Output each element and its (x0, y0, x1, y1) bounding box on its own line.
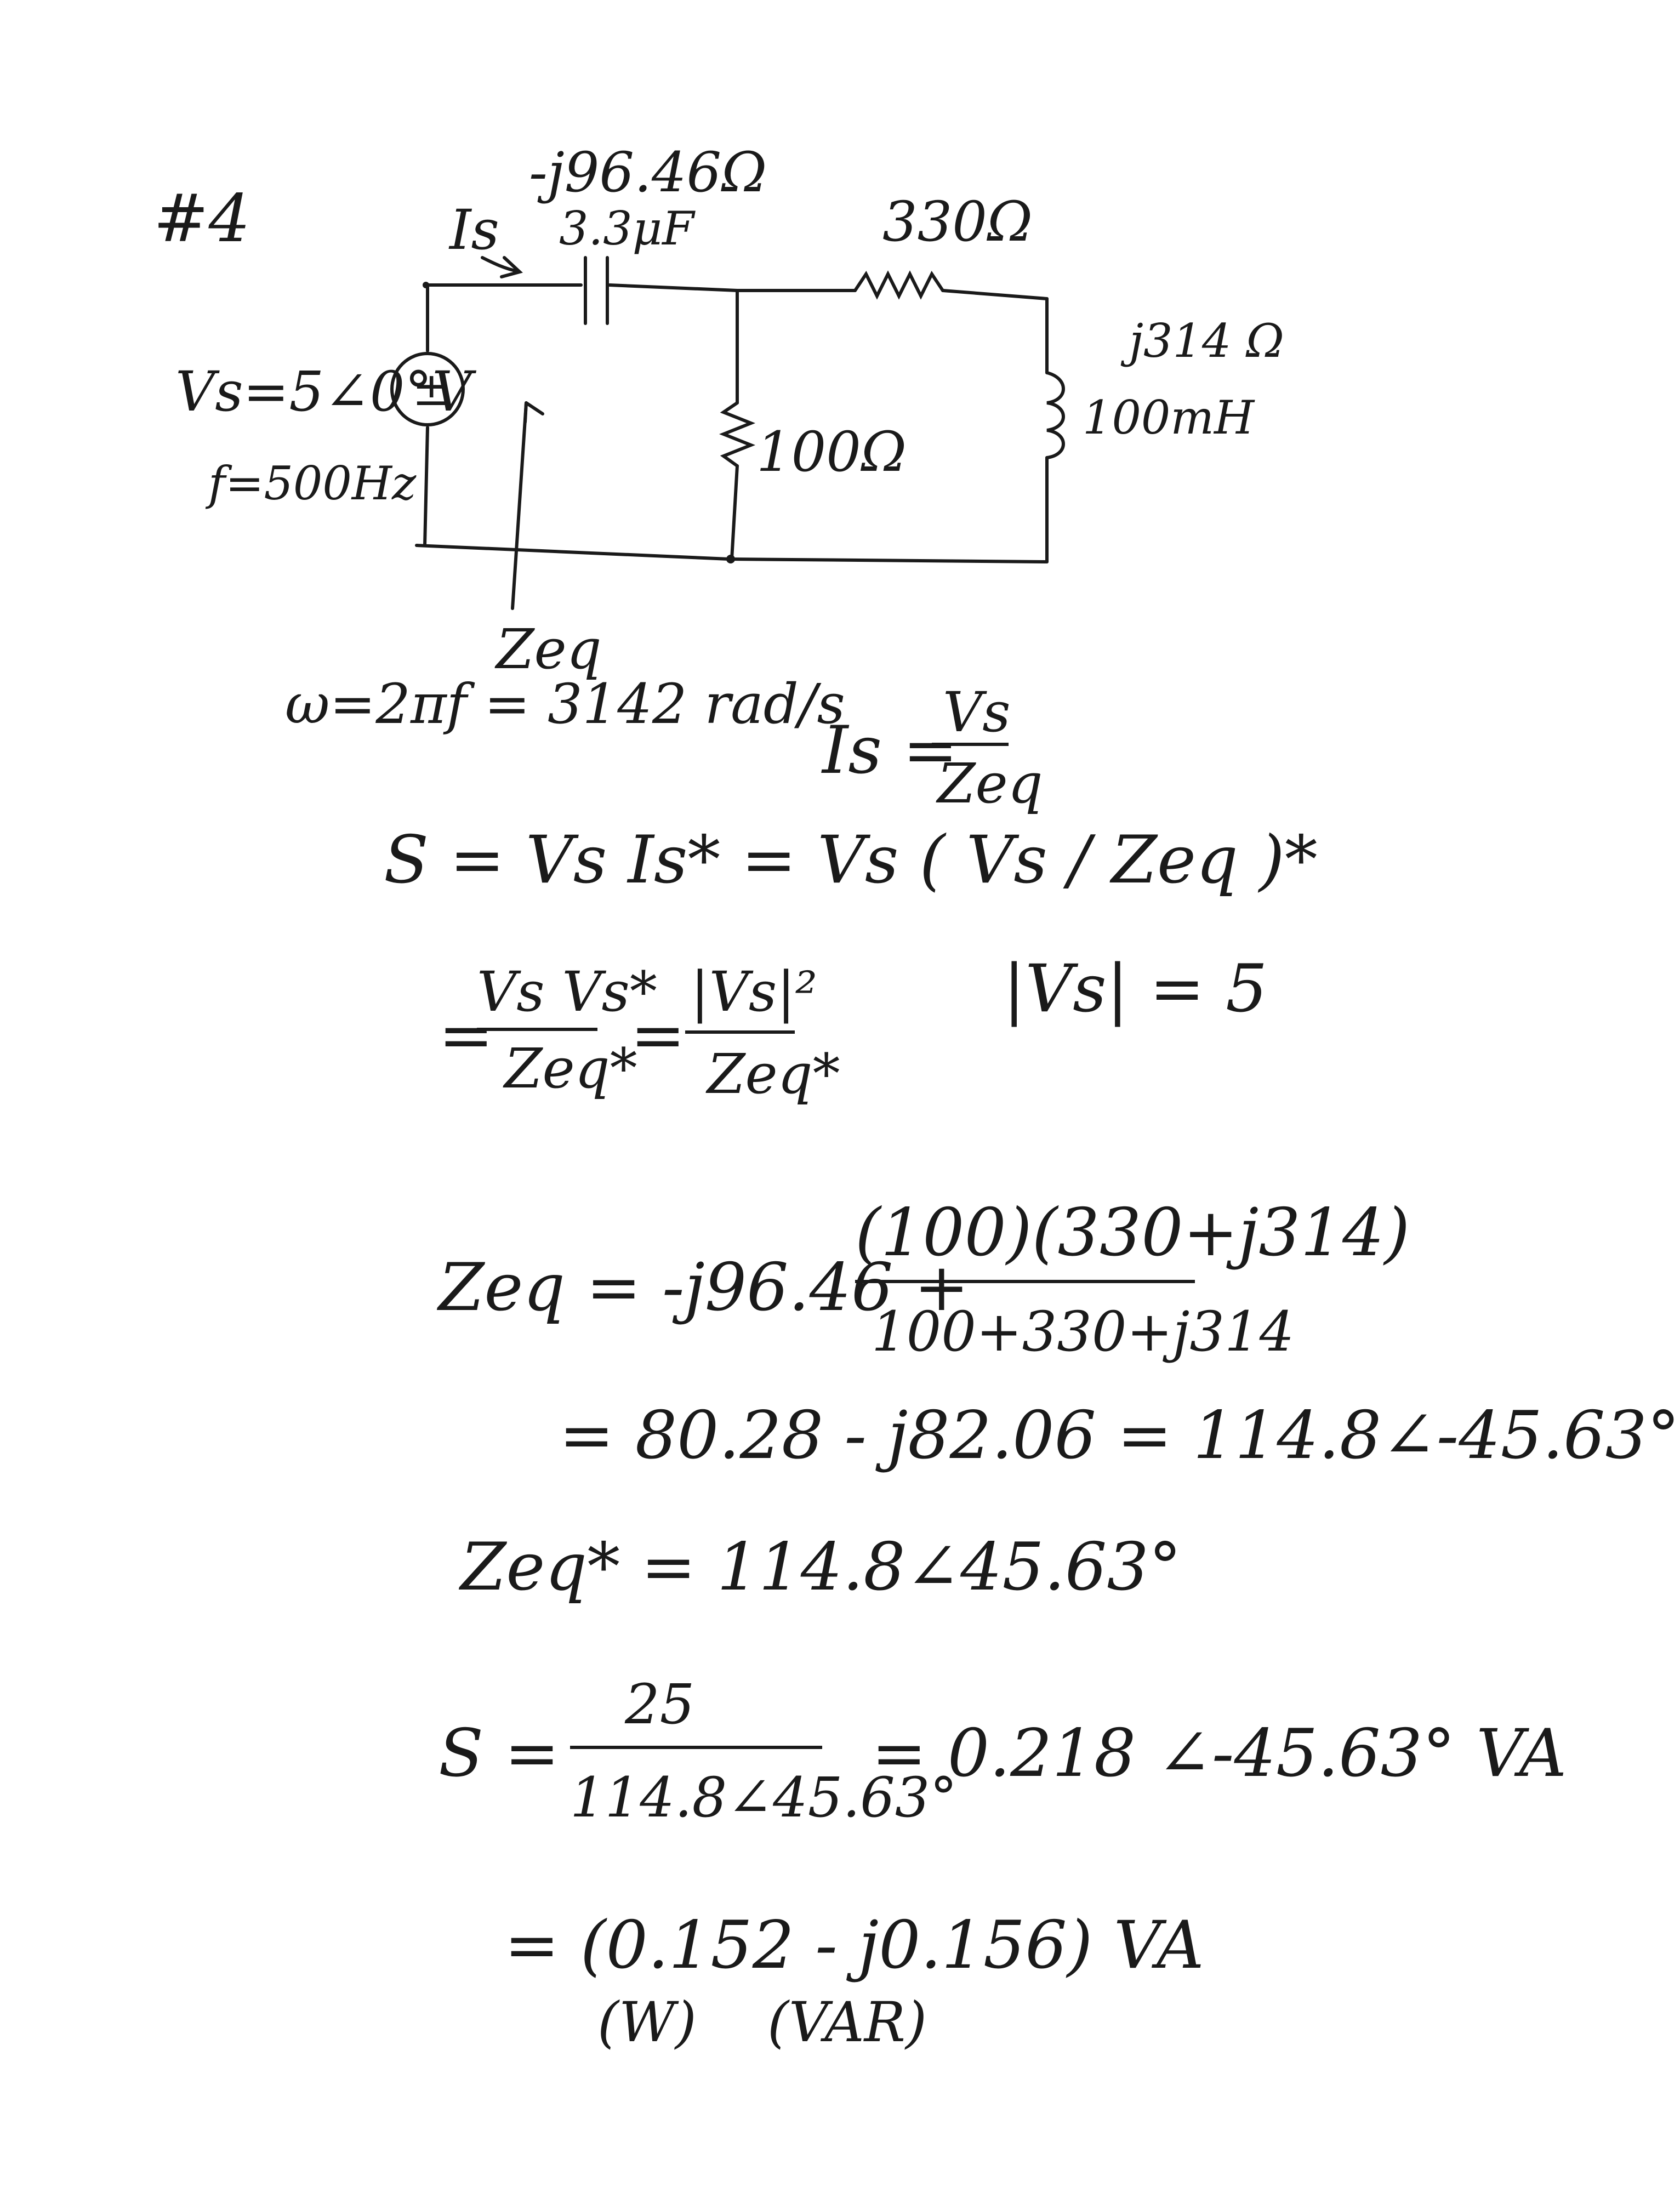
is-fraction-line (932, 743, 1009, 746)
unit-watts: (W) (597, 1990, 697, 2054)
capacitor-impedance-label: -j96.46Ω (529, 140, 767, 204)
is-denominator: Zeq (937, 751, 1043, 816)
wire-top-middle (608, 283, 739, 292)
s-line2-a-fraction-line (477, 1028, 597, 1031)
s-final-numerator: 25 (625, 1672, 695, 1736)
zeq-conjugate: Zeq* = 114.8∠45.63° (460, 1529, 1182, 1605)
s-final-lhs: S = (438, 1716, 560, 1792)
omega-equation: ω=2πf = 3142 rad/s (285, 672, 845, 736)
zeq-denominator: 100+330+j314 (872, 1300, 1295, 1364)
inductor-value-label: 100mH (1083, 391, 1255, 445)
s-power-line1: S = Vs Is* = Vs ( Vs / Zeq )* (384, 822, 1318, 898)
is-lhs: Is = (822, 713, 958, 789)
zeq-arrow-shaft (511, 401, 528, 610)
problem-number: #4 (153, 181, 250, 257)
vs-magnitude: |Vs| = 5 (1003, 951, 1268, 1027)
zeq-lhs: Zeq = -j96.46 + (438, 1250, 970, 1326)
inductor-coils (1045, 371, 1065, 459)
s-line2-a-denominator: Zeq* (504, 1036, 637, 1101)
s-rectangular: = (0.152 - j0.156) VA (504, 1907, 1204, 1984)
s-line2-b-fraction-line (685, 1030, 795, 1034)
wire-left-lower (423, 426, 429, 547)
s-final-fraction-line (570, 1746, 822, 1749)
zeq-result: = 80.28 - j82.06 = 114.8∠-45.63° (559, 1398, 1680, 1474)
zeq-arrowhead (523, 401, 544, 424)
capacitor-value-label: 3.3μF (559, 202, 694, 255)
wire-middle-lower (730, 464, 739, 561)
source-voltage-label: Vs=5∠0°V (175, 360, 472, 424)
resistor-shunt-label: 100Ω (756, 420, 907, 484)
s-line2-a-numerator: Vs Vs* (477, 960, 657, 1024)
junction-node-left (423, 282, 429, 288)
s-line2-b-denominator: Zeq* (707, 1042, 840, 1106)
voltage-source-circle (390, 352, 465, 426)
wire-top-right-b (941, 289, 1049, 300)
s-line2-prefix: = (438, 998, 494, 1074)
junction-node-bottom (726, 555, 735, 563)
resistor-series-label: 330Ω (882, 190, 1033, 254)
zeq-numerator: (100)(330+j314) (855, 1195, 1410, 1271)
s-line2-mid: = (630, 998, 686, 1074)
unit-var: (VAR) (767, 1990, 927, 2054)
resistor-100-zigzag (719, 401, 756, 468)
is-numerator: Vs (943, 680, 1011, 744)
resistor-330-zigzag (853, 270, 944, 300)
s-final-denominator: 114.8∠45.63° (570, 1765, 958, 1830)
inductor-impedance-label: j314 Ω (1129, 314, 1284, 368)
zeq-label: Zeq (496, 617, 602, 681)
circuit-diagram (390, 256, 1065, 610)
s-line2-b-numerator: |Vs|² (691, 960, 818, 1024)
is-arrow (481, 256, 520, 273)
source-current-label: Is (449, 198, 499, 262)
is-arrowhead (500, 256, 523, 278)
zeq-fraction-line (855, 1280, 1195, 1283)
source-symbol: ± (412, 362, 451, 416)
s-final-result: = 0.218 ∠-45.63° VA (872, 1716, 1567, 1792)
frequency-label: f=500Hz (208, 457, 417, 510)
